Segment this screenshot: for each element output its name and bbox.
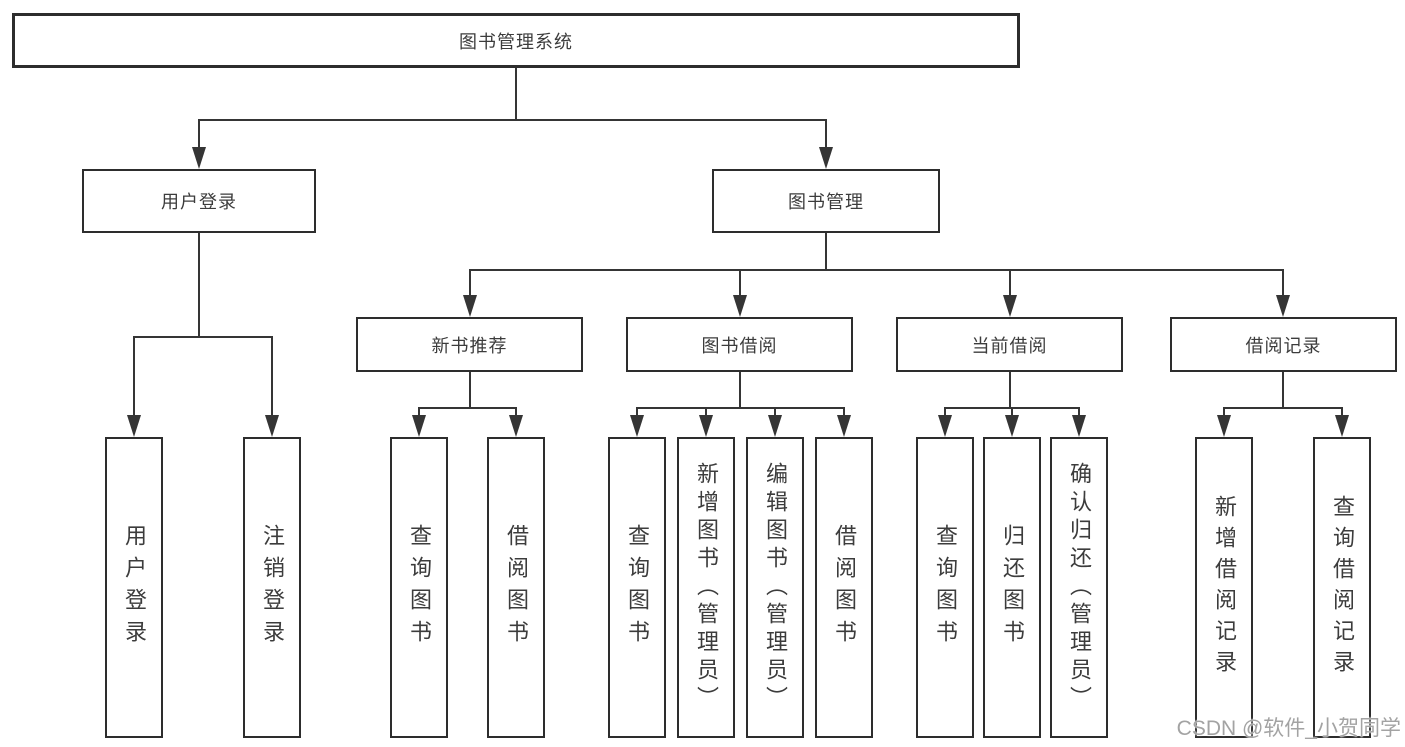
connector-line (271, 336, 273, 415)
connector-arrow (699, 415, 713, 437)
connector-arrow (1005, 415, 1019, 437)
node-label: 新书推荐 (431, 335, 508, 356)
watermark: CSDN @软件_小贺同学 (1176, 717, 1401, 740)
leaf-borrow-books-borrowing: 借阅图书 (815, 437, 873, 738)
connector-line (825, 233, 827, 271)
connector-line (133, 336, 273, 338)
leaf-label: 查询借阅记录 (1330, 494, 1355, 681)
node-label: 图书借阅 (701, 335, 778, 356)
connector-arrow (768, 415, 782, 437)
connector-line (636, 407, 638, 417)
connector-line (705, 407, 707, 417)
leaf-query-books-recommend: 查询图书 (390, 437, 448, 738)
connector-line (469, 269, 1283, 271)
node-library-system: 图书管理系统 (12, 13, 1020, 68)
connector-line (944, 407, 946, 417)
connector-arrow (938, 415, 952, 437)
connector-arrow (127, 415, 141, 437)
leaf-borrow-books-recommend: 借阅图书 (487, 437, 545, 738)
connector-line (825, 119, 827, 149)
node-new-book-recommendation: 新书推荐 (356, 317, 583, 372)
connector-line (1009, 372, 1011, 409)
connector-line (515, 407, 517, 417)
connector-line (739, 269, 741, 297)
node-label: 借阅记录 (1245, 335, 1322, 356)
connector-line (469, 269, 471, 297)
connector-arrow (630, 415, 644, 437)
leaf-query-books-current: 查询图书 (916, 437, 974, 738)
connector-line (1223, 407, 1225, 417)
connector-line (418, 407, 420, 417)
connector-arrow (463, 295, 477, 317)
connector-line (133, 336, 135, 415)
leaf-label: 查询图书 (933, 523, 958, 652)
connector-arrow (1276, 295, 1290, 317)
connector-arrow (412, 415, 426, 437)
leaf-edit-books-admin: 编辑图书（管理员） (746, 437, 804, 738)
leaf-query-borrow-record: 查询借阅记录 (1313, 437, 1371, 738)
leaf-user-login: 用户登录 (105, 437, 163, 738)
leaf-confirm-return-admin: 确认归还（管理员） (1050, 437, 1108, 738)
node-label: 图书管理 (788, 192, 864, 212)
node-book-management: 图书管理 (712, 169, 940, 233)
connector-arrow (1217, 415, 1231, 437)
leaf-label: 归还图书 (1000, 523, 1025, 652)
node-user-login: 用户登录 (82, 169, 316, 233)
connector-line (515, 68, 517, 121)
connector-line (774, 407, 776, 417)
leaf-return-books: 归还图书 (983, 437, 1041, 738)
node-label: 图书管理系统 (459, 31, 573, 52)
leaf-label: 借阅图书 (832, 523, 857, 652)
leaf-add-borrow-record: 新增借阅记录 (1195, 437, 1253, 738)
node-borrowing-records: 借阅记录 (1170, 317, 1397, 372)
connector-line (198, 119, 200, 149)
connector-line (1078, 407, 1080, 417)
connector-line (636, 407, 845, 409)
leaf-label: 确认归还（管理员） (1067, 461, 1092, 714)
connector-line (1282, 269, 1284, 297)
leaf-label: 借阅图书 (504, 523, 529, 652)
connector-line (1341, 407, 1343, 417)
leaf-add-books-admin: 新增图书（管理员） (677, 437, 735, 738)
leaf-label: 用户登录 (122, 523, 147, 652)
node-book-borrowing: 图书借阅 (626, 317, 853, 372)
connector-arrow (1335, 415, 1349, 437)
leaf-logout: 注销登录 (243, 437, 301, 738)
leaf-label: 新增借阅记录 (1212, 494, 1237, 681)
connector-line (1223, 407, 1343, 409)
connector-arrow (1003, 295, 1017, 317)
connector-line (198, 233, 200, 338)
connector-line (198, 119, 827, 121)
connector-line (1011, 407, 1013, 417)
connector-line (1282, 372, 1284, 409)
connector-line (739, 372, 741, 409)
connector-arrow (733, 295, 747, 317)
connector-arrow (1072, 415, 1086, 437)
connector-line (469, 372, 471, 409)
connector-arrow (509, 415, 523, 437)
connector-arrow (265, 415, 279, 437)
connector-line (843, 407, 845, 417)
connector-arrow (819, 147, 833, 169)
leaf-label: 注销登录 (260, 523, 285, 652)
leaf-label: 新增图书（管理员） (694, 461, 719, 714)
leaf-query-books-borrowing: 查询图书 (608, 437, 666, 738)
node-label: 用户登录 (161, 192, 237, 212)
node-label: 当前借阅 (971, 335, 1048, 356)
leaf-label: 查询图书 (407, 523, 432, 652)
node-current-borrowing: 当前借阅 (896, 317, 1123, 372)
connector-line (1009, 269, 1011, 297)
leaf-label: 查询图书 (625, 523, 650, 652)
connector-arrow (192, 147, 206, 169)
leaf-label: 编辑图书（管理员） (763, 461, 788, 714)
connector-line (418, 407, 517, 409)
connector-arrow (837, 415, 851, 437)
